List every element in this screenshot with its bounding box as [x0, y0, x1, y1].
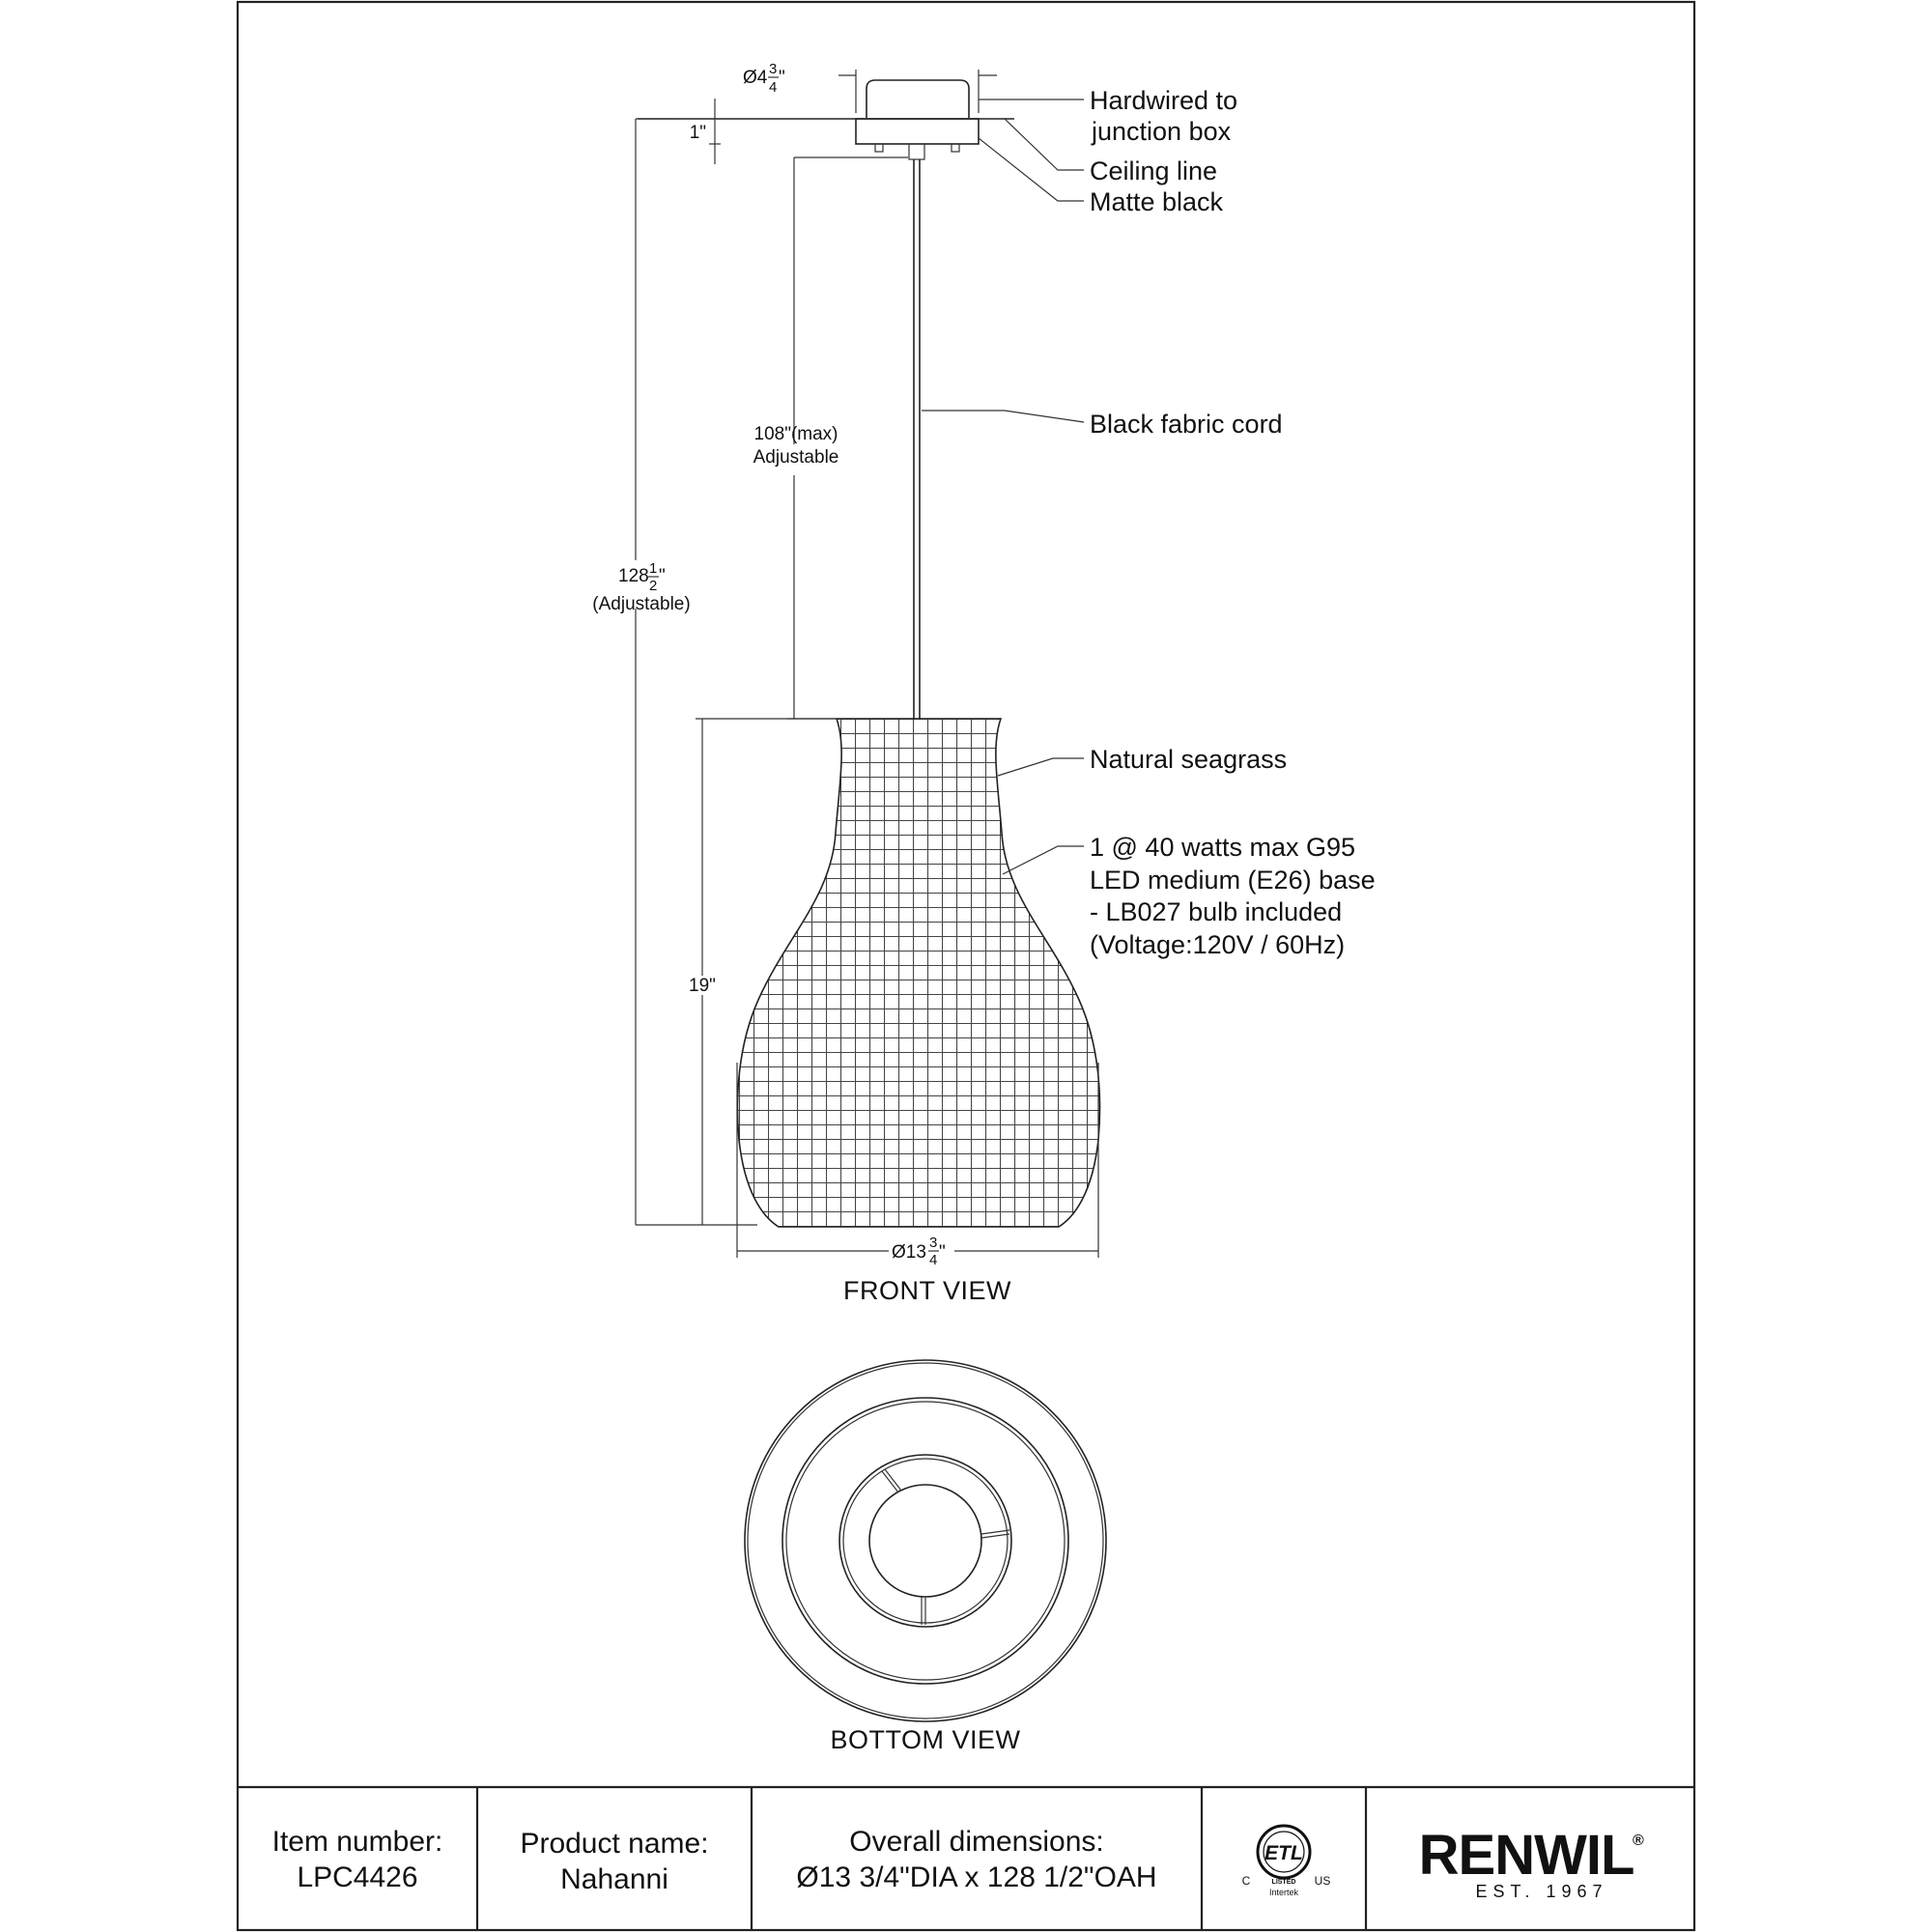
product-name-label: Product name: [520, 1828, 708, 1860]
callout-bulb-line-2: LED medium (E26) base [1090, 866, 1376, 895]
dimension-cord-length: 108"(max) Adjustable [753, 156, 908, 720]
shade-diameter-prefix: Ø13 [892, 1242, 926, 1263]
overall-dimensions-label: Overall dimensions: [849, 1826, 1103, 1858]
etl-country-right: US [1315, 1874, 1331, 1888]
callout-bulb-line-3: - LB027 bulb included [1090, 897, 1342, 926]
dimension-canopy-height: 1" [690, 99, 721, 164]
canopy-diameter-suffix: " [779, 68, 785, 88]
brand-tagline: EST. 1967 [1475, 1882, 1607, 1901]
ceiling-canopy [638, 79, 1014, 160]
callout-bulb-line-1: 1 @ 40 watts max G95 [1090, 833, 1355, 862]
cord-grip [908, 143, 925, 160]
overall-height-prefix: 128 [618, 566, 649, 586]
canopy-diameter-prefix: Ø4 [743, 68, 768, 88]
etl-arc-text: LISTED [1272, 1879, 1296, 1886]
shade-diameter-denominator: 4 [929, 1252, 937, 1268]
callout-shade: Natural seagrass [997, 745, 1287, 777]
callout-bulb-line-4: (Voltage:120V / 60Hz) [1090, 930, 1345, 959]
canopy-diameter-denominator: 4 [769, 79, 777, 96]
front-view-label: FRONT VIEW [843, 1276, 1011, 1305]
brand-registered-mark: ® [1633, 1833, 1644, 1849]
callout-cord-text: Black fabric cord [1090, 410, 1283, 439]
overall-height-numerator: 1 [649, 560, 657, 577]
callout-matte-black: Matte black [978, 137, 1224, 216]
shade-diameter-numerator: 3 [929, 1235, 937, 1251]
cord-length-note: Adjustable [753, 447, 839, 468]
dimension-overall-height: 128 1 2 " (Adjustable) [592, 118, 757, 1226]
canopy-diameter-numerator: 3 [769, 61, 777, 77]
canopy-screw [951, 143, 960, 153]
overall-dimensions-value: Ø13 3/4"DIA x 128 1/2"OAH [796, 1861, 1156, 1893]
etl-listed-mark: ETL LISTED C US Intertek [1242, 1824, 1331, 1897]
brand-logo: RENWIL ® EST. 1967 [1419, 1824, 1644, 1901]
junction-box [866, 79, 970, 118]
bottom-view-label: BOTTOM VIEW [830, 1725, 1020, 1754]
callout-hardwired-line-1: Hardwired to [1090, 86, 1237, 115]
sheet-border [236, 0, 1696, 1932]
callout-shade-text: Natural seagrass [1090, 745, 1287, 774]
overall-height-note: (Adjustable) [592, 594, 690, 614]
seagrass-shade [736, 718, 1101, 1228]
callout-matte-black-text: Matte black [1090, 187, 1224, 216]
cord-length-label: 108"(max) [754, 424, 838, 444]
etl-certifier: Intertek [1269, 1888, 1299, 1897]
dimension-shade-diameter: Ø13 3 4 " [736, 1063, 1099, 1268]
etl-country-left: C [1242, 1874, 1251, 1888]
bottom-view [744, 1359, 1107, 1722]
item-number-value: LPC4426 [297, 1861, 417, 1893]
callout-cord: Black fabric cord [922, 410, 1283, 439]
callout-ceiling-line-text: Ceiling line [1090, 156, 1217, 185]
callout-hardwired-line-2: junction box [1091, 117, 1232, 146]
callout-bulb: 1 @ 40 watts max G95 LED medium (E26) ba… [1002, 833, 1376, 959]
shade-height-label: 19" [689, 976, 716, 996]
canopy-height-label: 1" [690, 123, 706, 143]
etl-seal-text: ETL [1264, 1842, 1303, 1864]
item-number-label: Item number: [272, 1826, 443, 1858]
shade-diameter-suffix: " [939, 1242, 946, 1263]
callout-ceiling-line: Ceiling line [1004, 118, 1217, 185]
overall-height-suffix: " [659, 566, 666, 586]
canopy-screw [874, 143, 884, 153]
callout-hardwired: Hardwired to junction box [979, 86, 1237, 146]
canopy-plate [855, 118, 980, 145]
brand-name: RENWIL [1419, 1824, 1634, 1887]
dimension-canopy-diameter: Ø4 3 4 " [743, 61, 997, 113]
dimension-shade-height: 19" [689, 718, 837, 1225]
product-name-value: Nahanni [560, 1863, 668, 1895]
overall-height-denominator: 2 [649, 578, 657, 594]
